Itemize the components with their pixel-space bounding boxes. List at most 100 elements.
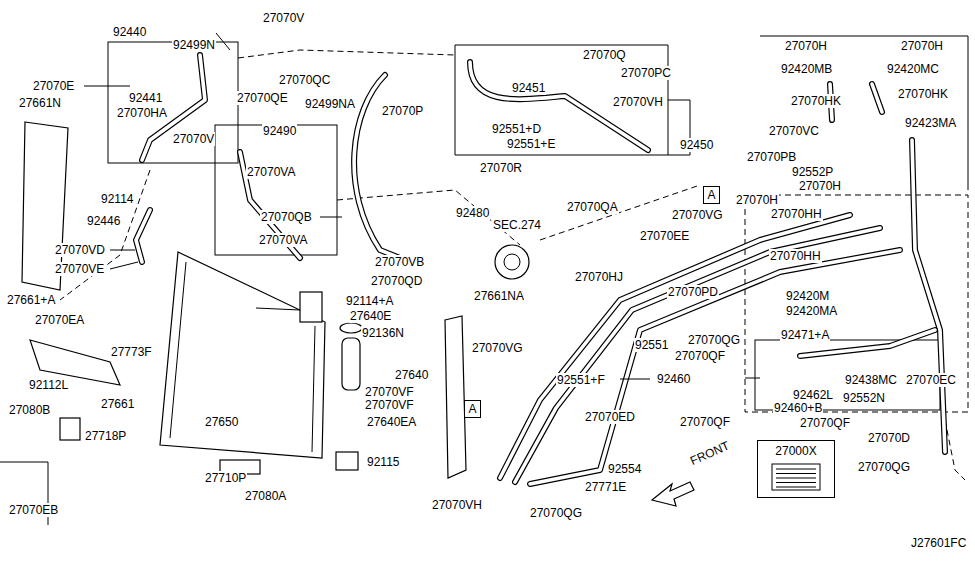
callout-number: 92446 [86,214,121,228]
pipe [354,75,400,258]
dashed-line [238,50,455,58]
callout-number: 92438MC [844,373,898,387]
callout-number: 92112L [28,378,69,392]
callout-number: 27070ED [584,410,636,424]
callout-number: 27070QB [260,210,313,224]
leader-line [620,379,650,380]
callout-number: 27070VA [258,233,309,247]
marker-box: A [464,400,481,418]
leader-line [216,33,230,50]
callout-number: 92499NA [304,97,356,111]
callout-number: 27070QF [799,416,851,430]
callout-number: 27070VH [431,498,483,512]
callout-number: 27080B [8,403,51,417]
callout-number: 92114+A [345,294,395,308]
callout-number: 27070VE [54,262,105,276]
callout-number: 27070HH [769,249,822,263]
bracket [300,292,322,322]
condenser-edge [312,326,315,452]
callout-number: 27070QD [370,274,423,288]
callout-number: 27650 [204,415,239,429]
drier-cap [340,323,362,333]
callout-number: 27070PB [746,150,797,164]
callout-number: 27070VF [364,385,415,399]
callout-number: 92552P [791,165,834,179]
group-box [108,42,238,163]
callout-number: 27640 [394,368,429,382]
card-line [776,487,816,488]
marker-box: A [703,186,720,204]
callout-number: 27070QA [566,200,619,214]
label-card [772,464,820,490]
group-outlines [0,36,968,525]
callout-number: 27661+A [6,293,56,307]
label-box: 27000X [757,440,835,498]
condenser [160,252,358,474]
callout-number: 92551+E [506,137,556,151]
label-card [758,458,834,496]
callout-number: 27640E [349,309,392,323]
callout-number: 92551+D [491,122,542,136]
callout-number: 92471+A [780,328,830,342]
callout-number: 92420MA [785,304,838,318]
callout-number: 27070H [784,39,828,53]
callout-number: 27070QG [687,333,741,347]
callout-number: 27070HK [897,87,949,101]
callout-number: 27070QC [278,73,331,87]
deflectors [22,122,466,478]
callout-number: 92462L [792,388,834,402]
leader-line [320,217,342,218]
callout-number: 27070VA [246,165,297,179]
callout-number: 27661N [18,96,62,110]
pipe [500,215,850,478]
callout-number: 27070H [900,39,944,53]
callout-number: 27070QF [679,415,731,429]
leader-line [256,308,300,310]
callout-number: 27718P [84,429,127,443]
callout-number: 27080A [244,489,287,503]
condenser-edge [170,262,186,438]
callout-number: 27070VF [364,398,415,412]
callout-number: 27070PC [620,66,672,80]
callout-number: 92499N [172,38,216,52]
callout-number: 92551+F [556,373,606,387]
air-guide [445,316,466,478]
callout-number: 92115 [366,455,400,469]
bracket [60,418,80,440]
callout-number: SEC.274 [492,218,542,232]
group-box [455,45,668,155]
front-arrow [652,482,694,506]
pipe [136,210,150,262]
callout-number: 92136N [361,326,405,340]
leader-line [745,378,760,379]
callout-number: 92420MB [780,62,833,76]
card-line [776,473,816,474]
condenser-core [160,252,325,458]
callout-number: 27070VH [612,95,664,109]
callout-number: 92450 [679,138,714,152]
callout-number: 92114 [100,192,134,206]
callout-number: 27070VB [374,255,425,269]
leader-line [110,262,138,269]
callout-number: 27661 [100,397,135,411]
compressor [495,245,529,279]
callout-number: 27710P [204,471,247,485]
callout-number: 27070HJ [574,270,624,284]
callout-number: 27771E [584,480,627,494]
callout-number: 27070V [172,132,215,146]
callout-number: 27070PD [667,285,719,299]
dashed-line [60,170,150,300]
callout-number: J27601FC [910,536,967,550]
callout-number: 92554 [607,462,642,476]
card-line [776,478,816,479]
callout-number: 92552N [842,391,886,405]
callout-number: 27070QG [529,506,583,520]
callout-number: 92480 [455,206,490,220]
callout-number: 27070P [381,104,424,118]
callout-number: 27070VG [671,208,724,222]
callout-number: 27070VD [54,243,106,257]
leader-line [110,250,135,251]
box-text: A [465,402,480,416]
callout-number: 27070VC [768,124,820,138]
box-text: A [704,188,719,202]
